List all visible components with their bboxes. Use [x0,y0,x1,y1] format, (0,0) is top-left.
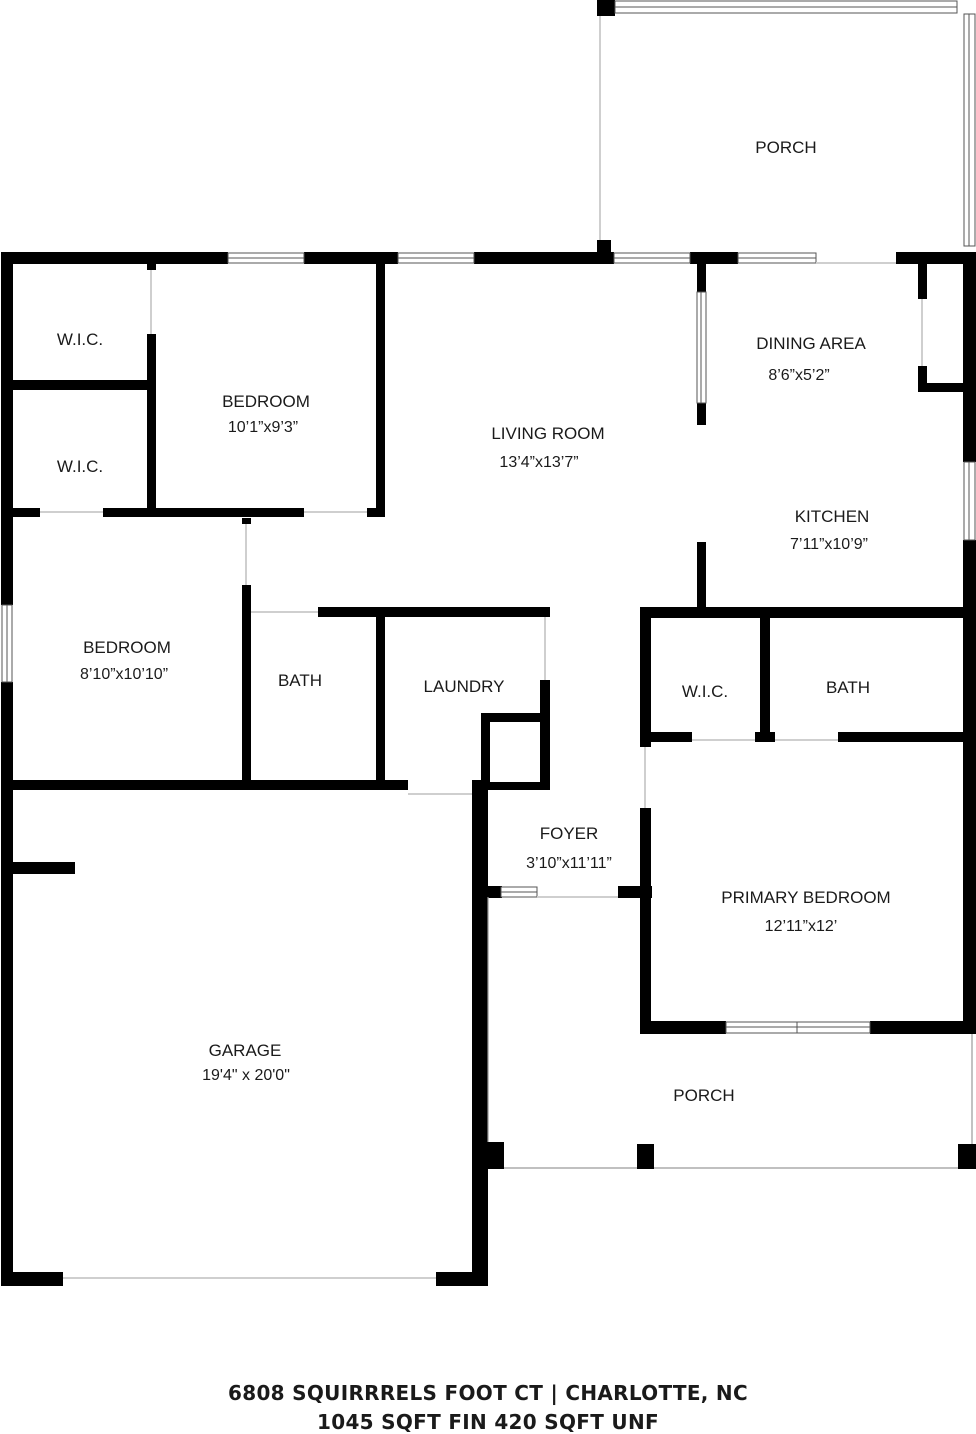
room-kitchen: KITCHEN [795,507,870,526]
room-bedroom-2: BEDROOM [83,638,171,657]
openings [40,16,923,1279]
address-caption: 6808 SQUIRRRELS FOOT CT | CHARLOTTE, NC [228,1381,748,1405]
room-bath-2: BATH [826,678,870,697]
room-wic-2: W.I.C. [57,457,103,476]
room-bath-1: BATH [278,671,322,690]
walls [1,0,976,1286]
room-foyer: FOYER [540,824,599,843]
room-garage: GARAGE [209,1041,282,1060]
room-labels: PORCH W.I.C. W.I.C. BEDROOM 10’1”x9’3” L… [57,138,891,1105]
room-bedroom-1: BEDROOM [222,392,310,411]
room-laundry: LAUNDRY [424,677,505,696]
room-dining-area: DINING AREA [756,334,866,353]
room-porch-top: PORCH [755,138,816,157]
room-dining-area-size: 8’6”x5’2” [768,367,829,384]
room-wic-3: W.I.C. [682,682,728,701]
room-bedroom-2-size: 8’10”x10’10” [80,666,168,683]
room-foyer-size: 3’10”x11’11” [526,855,612,872]
room-living-room: LIVING ROOM [491,424,604,443]
room-living-room-size: 13’4”x13’7” [499,454,578,471]
room-garage-size: 19'4" x 20'0" [202,1067,290,1084]
room-porch-bottom: PORCH [673,1086,734,1105]
windows [1,0,976,1034]
room-kitchen-size: 7’11”x10’9” [790,536,868,553]
area-caption: 1045 SQFT FIN 420 SQFT UNF [317,1410,659,1434]
room-bedroom-1-size: 10’1”x9’3” [228,419,298,436]
room-primary-bedroom: PRIMARY BEDROOM [721,888,890,907]
room-wic-1: W.I.C. [57,330,103,349]
room-primary-bedroom-size: 12’11”x12’ [765,918,838,935]
porch-outline [487,897,973,1169]
